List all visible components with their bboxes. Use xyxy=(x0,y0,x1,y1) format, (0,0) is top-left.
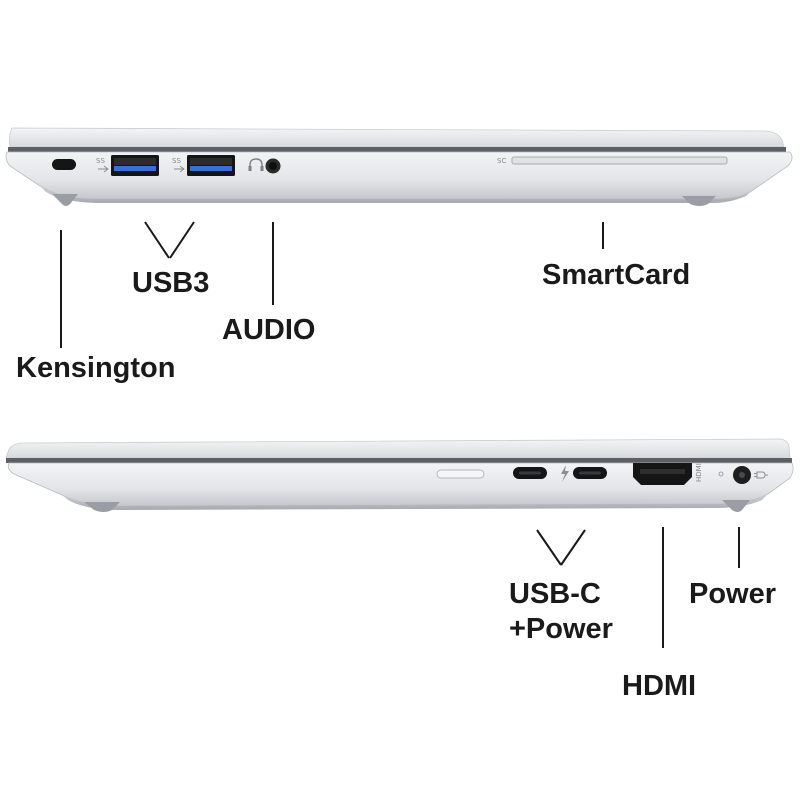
thunderbolt-icon xyxy=(561,465,569,482)
foot-right xyxy=(722,500,750,512)
hinge-seam xyxy=(8,147,786,152)
audio-jack xyxy=(265,158,281,174)
power-label: Power xyxy=(689,578,776,610)
smartcard-label: SmartCard xyxy=(542,259,690,291)
laptop-left-side-view: SS SS SC xyxy=(5,127,793,206)
usb3-label: USB3 xyxy=(132,267,209,299)
hdmi-port xyxy=(633,463,692,485)
power-led-dot xyxy=(718,471,724,477)
smartcard-slot xyxy=(511,156,728,165)
svg-text:SS: SS xyxy=(96,157,105,165)
usb3-port-2 xyxy=(187,155,235,176)
usb-ss-logo-icon-1: SS xyxy=(96,157,109,173)
lid-edge xyxy=(5,438,791,459)
foot-left xyxy=(84,502,120,512)
usbc-label-line-1: USB-C xyxy=(509,578,601,610)
laptop-right-side-view: HDMI xyxy=(5,438,794,512)
usb-ss-logo-icon-2: SS xyxy=(172,157,185,173)
usb3-leader-lines xyxy=(144,221,195,259)
foot-right xyxy=(682,196,716,206)
audio-label: AUDIO xyxy=(222,314,315,346)
kensington-slot xyxy=(52,159,76,170)
hinge-seam xyxy=(6,458,792,463)
usbc-label-line-2: +Power xyxy=(509,613,613,645)
smartcard-slot-marking: SC xyxy=(497,157,506,165)
power-jack xyxy=(733,466,751,484)
usbc-port-1 xyxy=(513,467,547,479)
headphone-icon xyxy=(248,158,264,171)
base-bevel xyxy=(62,494,768,510)
usb3-port-1 xyxy=(111,155,159,176)
led-window xyxy=(436,469,485,479)
hdmi-label: HDMI xyxy=(622,670,696,702)
base-bevel xyxy=(40,186,750,203)
usbc-port-2 xyxy=(573,467,607,479)
power-plug-icon xyxy=(754,471,768,479)
foot-left xyxy=(52,194,78,206)
lid-edge xyxy=(8,127,785,148)
kensington-label: Kensington xyxy=(16,352,176,384)
svg-text:SS: SS xyxy=(172,157,181,165)
usbc-leader-lines xyxy=(536,529,586,566)
hdmi-port-marking: HDMI xyxy=(695,463,703,482)
